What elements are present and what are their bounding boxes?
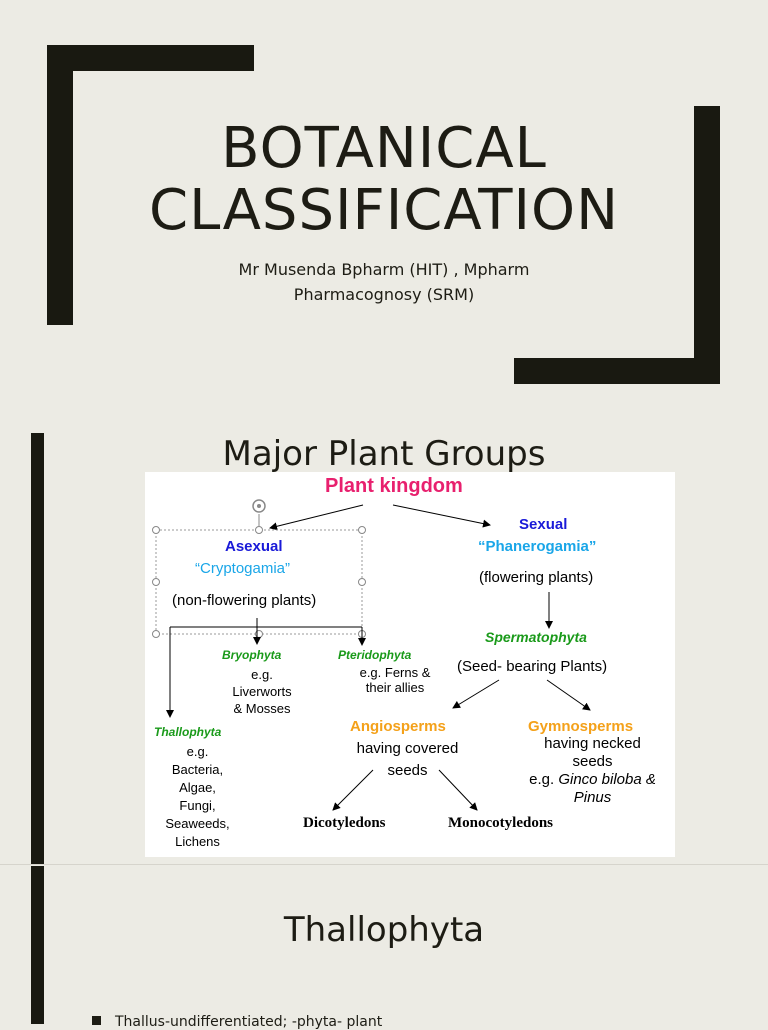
gymnosperms-label: Gymnosperms	[528, 718, 634, 735]
seed-bearing-label: (Seed- bearing Plants)	[457, 658, 608, 675]
diagram-connectors	[152, 499, 591, 811]
root-label: Plant kingdom	[325, 475, 463, 497]
bryophyta-mosses: & Mosses	[233, 701, 291, 716]
plant-groups-slide: Major Plant Groups	[0, 412, 768, 864]
thallophyta-lichens: Lichens	[175, 834, 220, 849]
slide-left-accent-bar	[31, 433, 44, 864]
slide-title: Thallophyta	[283, 910, 485, 950]
asexual-label: Asexual	[225, 538, 283, 555]
gymnosperms-ginco: Ginco biloba &	[558, 771, 656, 788]
thallophyta-slide: Thallophyta Thallus-undifferentiated; -p…	[0, 864, 768, 1030]
gymnosperms-desc: having necked seeds e.g. Ginco biloba & …	[510, 735, 675, 807]
frame-bar-top-left-vertical	[47, 45, 73, 325]
thallophyta-bacteria: Bacteria,	[171, 762, 224, 777]
thallophyta-label: Thallophyta	[154, 725, 222, 739]
thallophyta-fungi: Fungi,	[179, 798, 216, 813]
bullet-square-icon	[92, 1016, 101, 1025]
presentation-title: BOTANICAL CLASSIFICATION	[0, 118, 768, 242]
thallophyta-algae: Algae,	[179, 780, 216, 795]
bullet-item: Thallus-undifferentiated; -phyta- plant	[92, 1014, 382, 1030]
bryophyta-liverworts: Liverworts	[232, 684, 292, 699]
gymnosperms-eg: e.g.	[529, 771, 555, 788]
bullet-text: Thallus-undifferentiated; -phyta- plant	[115, 1014, 383, 1030]
bryophyta-eg: e.g.	[251, 667, 273, 682]
phanerogamia-label: “Phanerogamia”	[478, 538, 597, 555]
thallophyta-eg: e.g.	[186, 744, 209, 759]
slide-title: Major Plant Groups	[222, 434, 546, 474]
gymnosperms-example-line: e.g. Ginco biloba &	[510, 771, 675, 789]
frame-bar-top-left-horizontal	[47, 45, 254, 71]
title-line-1: BOTANICAL	[221, 116, 547, 181]
author-line-2: Pharmacognosy (SRM)	[293, 285, 475, 304]
cryptogamia-label: “Cryptogamia”	[195, 560, 291, 577]
bryophyta-example: e.g. Liverworts & Mosses	[217, 666, 307, 717]
pteridophyta-allies: their allies	[365, 680, 425, 695]
angiosperms-desc: having covered seeds	[340, 738, 475, 782]
gymnosperms-pinus: Pinus	[573, 789, 612, 806]
non-flowering-label: (non-flowering plants)	[172, 592, 317, 609]
monocotyledons-label: Monocotyledons	[448, 815, 553, 831]
slide-separator	[0, 864, 768, 865]
title-slide: BOTANICAL CLASSIFICATION Mr Musenda Bpha…	[0, 0, 768, 412]
sexual-label: Sexual	[519, 516, 568, 533]
pteridophyta-example: e.g. Ferns & their allies	[345, 665, 445, 695]
author-subtitle: Mr Musenda Bpharm (HIT) , Mpharm Pharmac…	[0, 257, 768, 307]
pteridophyta-label: Pteridophyta	[338, 648, 412, 662]
angiosperms-desc-line2: seeds	[387, 762, 428, 779]
thallophyta-example: e.g. Bacteria, Algae, Fungi, Seaweeds, L…	[150, 743, 245, 851]
pteridophyta-ferns: e.g. Ferns &	[359, 665, 431, 680]
slide-left-accent-bar	[31, 866, 44, 1024]
frame-bar-bottom-right-vertical	[694, 106, 720, 384]
dicotyledons-label: Dicotyledons	[303, 815, 386, 831]
flowering-label: (flowering plants)	[479, 569, 594, 586]
plant-kingdom-diagram: Plant kingdom Asexual “Cryptogamia” (non…	[145, 472, 675, 857]
angiosperms-desc-line1: having covered	[356, 740, 459, 757]
bryophyta-label: Bryophyta	[222, 648, 282, 662]
author-line-1: Mr Musenda Bpharm (HIT) , Mpharm	[238, 260, 530, 279]
angiosperms-label: Angiosperms	[350, 718, 446, 735]
thallophyta-seaweeds: Seaweeds,	[165, 816, 230, 831]
gymnosperms-desc-line2: seeds	[572, 753, 613, 770]
gymnosperms-desc-line1: having necked	[544, 735, 641, 752]
title-line-2: CLASSIFICATION	[149, 178, 619, 243]
frame-bar-bottom-right-horizontal	[514, 358, 720, 384]
spermatophyta-label: Spermatophyta	[485, 629, 587, 645]
